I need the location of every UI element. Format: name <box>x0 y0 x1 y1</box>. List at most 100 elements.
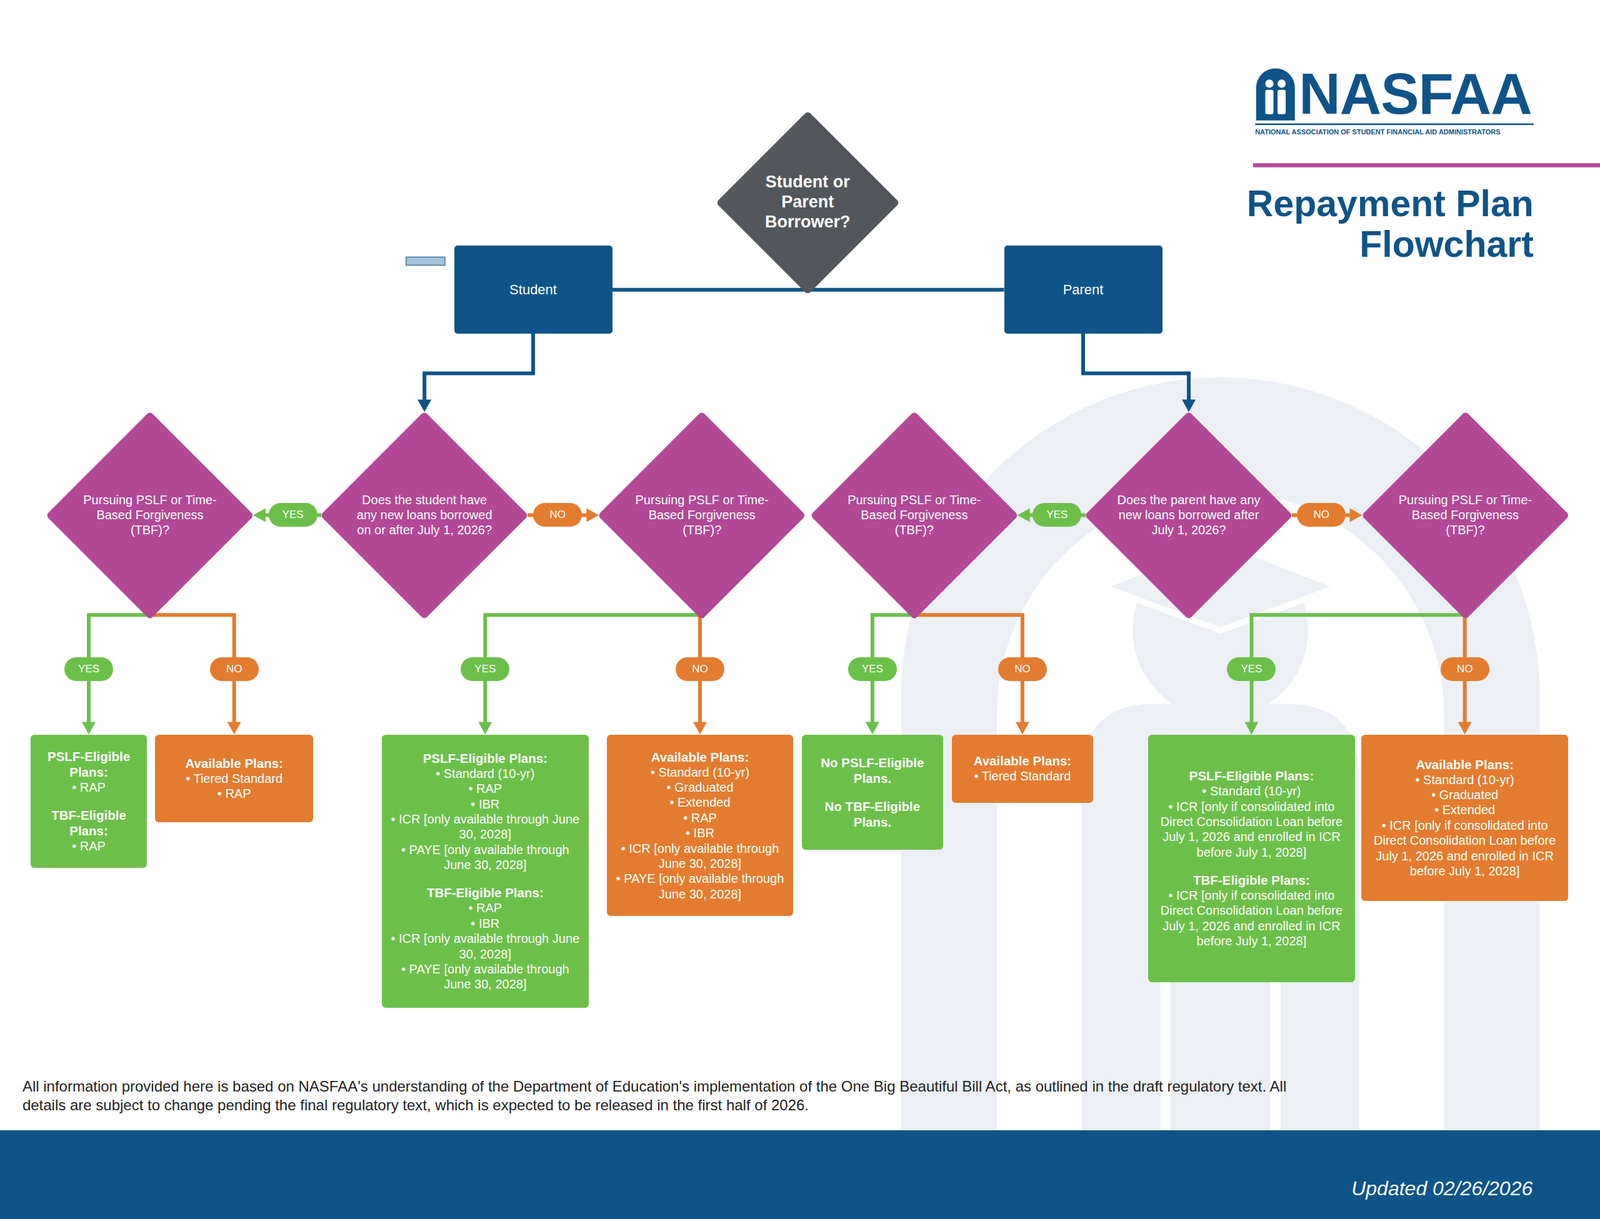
accent-rule <box>1253 163 1600 168</box>
node-label: Does the student have any new loans borr… <box>350 492 499 538</box>
connector <box>612 290 809 294</box>
diamond-label-area: Does the parent have any new loans borro… <box>1085 412 1292 619</box>
diamond-label: Pursuing PSLF or Time-Based Forgiveness … <box>628 492 776 538</box>
diamond-outline <box>1090 416 1289 615</box>
diamond-outline <box>815 416 1014 615</box>
plan-box: Available Plans:• Tiered Standard• RAP <box>155 735 314 823</box>
plan-heading: TBF-Eligible Plans: <box>387 885 584 901</box>
arrowhead <box>1458 722 1472 735</box>
plan-box: Available Plans:• Standard (10-yr)• Grad… <box>1361 735 1569 902</box>
edge-label: YES <box>64 657 114 682</box>
connector-line <box>424 333 534 402</box>
plan-item: • Standard (10-yr) <box>387 766 584 782</box>
diamond-label: Does the parent have any new loans borro… <box>1115 492 1263 538</box>
plan-item: • ICR [only available through June 30, 2… <box>387 811 584 843</box>
logo-figure <box>1265 79 1274 88</box>
diamond-label-area: Pursuing PSLF or Time-Based Forgiveness … <box>46 412 254 619</box>
edge-label: NO <box>210 657 259 682</box>
plan-item: • RAP <box>36 838 142 854</box>
plan-heading: Available Plans: <box>160 755 308 772</box>
logo-rule <box>1255 123 1534 126</box>
arrowhead <box>81 722 96 735</box>
logo-tagline: NATIONAL ASSOCIATION OF STUDENT FINANCIA… <box>1255 128 1551 136</box>
connector <box>1244 615 1465 735</box>
logo-figure <box>1265 90 1274 115</box>
node-label: Pursuing PSLF or Time-Based Forgiveness … <box>628 492 776 538</box>
disclaimer-note: All information provided here is based o… <box>22 1077 1324 1115</box>
plan-item: • IBR <box>612 825 787 841</box>
diamond-label-area: Pursuing PSLF or Time-Based Forgiveness … <box>1362 412 1569 619</box>
arrowhead <box>478 722 492 735</box>
node-label: Pursuing PSLF or Time-Based Forgiveness … <box>76 492 224 538</box>
plan-heading: TBF-Eligible Plans: <box>36 807 142 839</box>
node-label: Pursuing PSLF or Time-Based Forgiveness … <box>840 492 989 538</box>
plan-heading: TBF-Eligible Plans: <box>1153 872 1350 889</box>
diamond-label: Student or Parent Borrower? <box>751 172 864 233</box>
diamond-outline <box>51 416 250 615</box>
plan-item: • PAYE [only available through June 30, … <box>387 961 584 993</box>
arrowhead <box>693 722 707 735</box>
arrowhead <box>1017 508 1030 522</box>
logo-wordmark: NASFAA <box>1298 65 1544 123</box>
plan-item: • ICR [only available through June 30, 2… <box>612 841 787 872</box>
diamond-outline <box>1366 416 1565 615</box>
plan-item: • RAP <box>387 781 584 797</box>
plan-heading: No PSLF-Eligible Plans. <box>807 755 937 787</box>
node-label: Student <box>509 281 557 299</box>
plan-box: No PSLF-Eligible Plans.No TBF-Eligible P… <box>801 735 943 850</box>
edge-label: YES <box>848 657 897 682</box>
body-silhouette <box>1081 704 1360 1131</box>
plan-heading: Available Plans: <box>1366 756 1563 773</box>
node-label: Student or Parent Borrower? <box>751 172 864 233</box>
diamond-outline <box>325 416 524 615</box>
arrowhead <box>1015 722 1030 735</box>
edge-label: NO <box>675 657 725 682</box>
diamond-label-area: Does the student have any new loans borr… <box>321 412 528 619</box>
edge-label: NO <box>998 657 1047 682</box>
plan-item: • Graduated <box>612 780 787 795</box>
node-label: Does the parent have any new loans borro… <box>1115 492 1263 538</box>
plan-item: • RAP <box>387 900 584 916</box>
arrowhead <box>417 400 432 413</box>
diamond-outline <box>603 416 802 615</box>
arrowhead <box>1181 400 1196 413</box>
plan-heading: PSLF-Eligible Plans: <box>36 748 142 780</box>
plan-item: • Standard (10-yr) <box>612 765 787 780</box>
edge-label: YES <box>1032 503 1082 527</box>
diamond-label-area: Student or Parent Borrower? <box>717 112 899 294</box>
connector <box>417 333 534 413</box>
footer-band <box>0 1130 1600 1219</box>
marker-tab <box>406 256 445 265</box>
plan-heading: Available Plans: <box>957 753 1087 769</box>
diamond-label-area: Pursuing PSLF or Time-Based Forgiveness … <box>811 412 1018 619</box>
plan-heading: PSLF-Eligible Plans: <box>387 750 584 767</box>
arrowhead <box>1350 508 1363 522</box>
connector <box>1083 333 1196 413</box>
plan-item: • Extended <box>612 795 787 810</box>
plan-item: • Tiered Standard <box>160 771 308 787</box>
plan-box: PSLF-Eligible Plans:• Standard (10-yr)• … <box>381 735 589 1009</box>
logo-figure <box>1277 90 1286 115</box>
logo-icon <box>1256 68 1295 120</box>
plan-item: • ICR [only available through June 30, 2… <box>387 931 584 962</box>
plan-box: PSLF-Eligible Plans: • RAPTBF-Eligible Pl… <box>30 735 147 869</box>
decision-diamond: Pursuing PSLF or Time-Based Forgiveness … <box>811 412 1018 619</box>
plan-heading: PSLF-Eligible Plans: <box>1153 768 1350 784</box>
connector-line <box>807 290 1004 294</box>
decision-diamond: Does the student have any new loans borr… <box>321 412 528 619</box>
plan-box: Available Plans:• Tiered Standard <box>951 735 1093 804</box>
diamond-label: Does the student have any new loans borr… <box>350 492 499 538</box>
connector <box>478 615 702 735</box>
plan-heading: Available Plans: <box>612 749 787 765</box>
connector-line <box>1083 333 1189 402</box>
edge-label: NO <box>1296 503 1346 527</box>
plan-item: • Graduated <box>1366 787 1563 803</box>
plan-item: • PAYE [only available through June 30, … <box>387 842 584 874</box>
edge-label: YES <box>1226 657 1276 682</box>
plan-item: • ICR [only if consolidated into Direct … <box>1153 799 1350 861</box>
logo-figure <box>1277 79 1286 88</box>
arrowhead <box>253 508 266 522</box>
edge-label: YES <box>460 657 510 682</box>
arrowhead <box>1244 722 1259 735</box>
update-date: Updated 02/26/2026 <box>1204 1178 1534 1199</box>
